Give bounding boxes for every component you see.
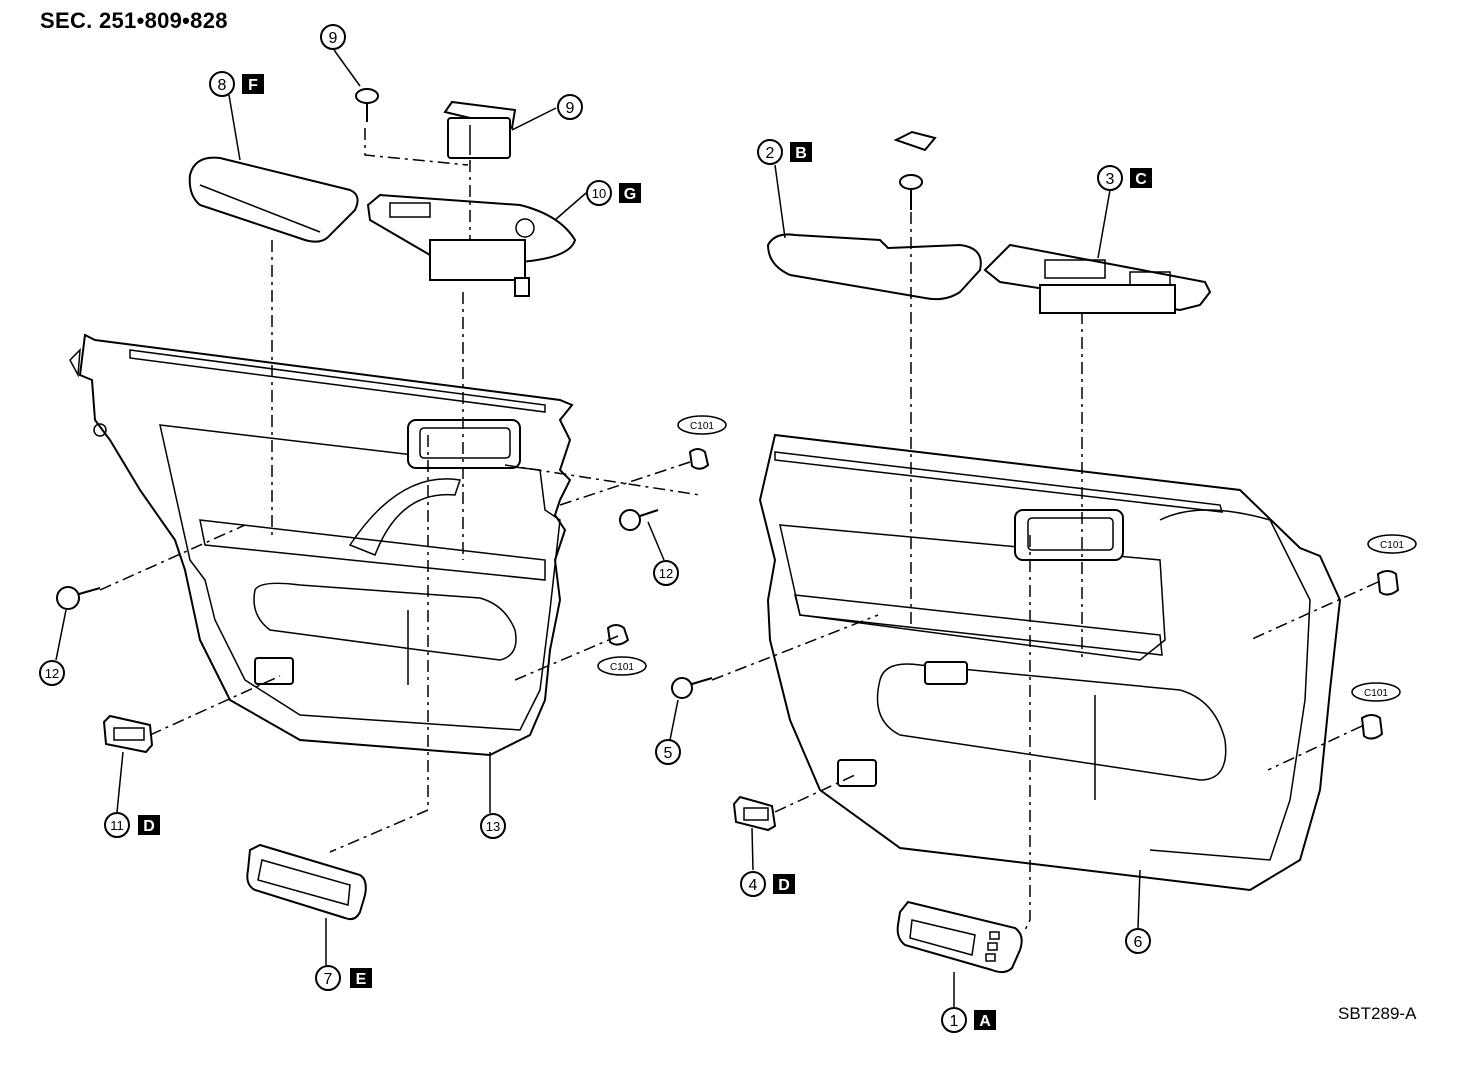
callout-6: 6: [1125, 928, 1151, 954]
callout-7: 7: [315, 965, 341, 991]
clip-label-c101-front-upper: C101: [1367, 534, 1417, 554]
callout-5: 5: [655, 739, 681, 765]
front-armrest-pad: [766, 233, 982, 301]
callout-13: 13: [480, 813, 506, 839]
letter-box-D-front: D: [773, 874, 795, 894]
svg-text:12: 12: [45, 666, 59, 681]
svg-text:3: 3: [1106, 171, 1115, 188]
svg-text:6: 6: [1134, 934, 1143, 951]
svg-text:D: D: [778, 877, 790, 894]
callout-9-screw: 9: [320, 24, 346, 50]
letter-box-D-rear: D: [138, 815, 160, 835]
clip-label-c101-rear-lower: C101: [597, 656, 647, 676]
svg-text:8: 8: [218, 77, 227, 94]
svg-text:C101: C101: [1380, 540, 1404, 551]
front-clips: [671, 570, 1400, 740]
front-callout-leaders: [669, 164, 1141, 1007]
rear-window-switch-finisher: [366, 193, 577, 297]
callout-2: 2: [757, 139, 783, 165]
letter-box-G: G: [619, 183, 641, 203]
rear-speaker-grille: [102, 714, 154, 754]
callout-12-left: 12: [39, 660, 65, 686]
callout-1: 1: [941, 1007, 967, 1033]
svg-text:D: D: [143, 818, 155, 835]
svg-text:9: 9: [329, 30, 338, 47]
svg-text:A: A: [979, 1013, 991, 1030]
rear-callout-leaders: [55, 49, 665, 965]
svg-text:G: G: [624, 186, 636, 203]
letter-box-E: E: [350, 968, 372, 988]
section-title: SEC. 251•809•828: [40, 8, 228, 33]
callout-3: 3: [1097, 165, 1123, 191]
callout-10: 10: [586, 180, 612, 206]
drawing-code: SBT289-A: [1338, 1004, 1417, 1023]
rear-door-trim-panel: [69, 333, 574, 757]
front-leader-lines: [711, 212, 1379, 931]
svg-text:C: C: [1135, 171, 1147, 188]
callout-8: 8: [209, 71, 235, 97]
callout-9-switch: 9: [557, 94, 583, 120]
letter-box-C: C: [1130, 168, 1152, 188]
rear-armrest-pad: [188, 156, 359, 243]
svg-text:F: F: [248, 77, 258, 94]
svg-text:13: 13: [486, 819, 500, 834]
clip-label-c101-front-lower: C101: [1351, 682, 1401, 702]
callout-4: 4: [740, 871, 766, 897]
front-cap-and-screw: [893, 130, 937, 210]
letter-box-F: F: [242, 74, 264, 94]
svg-text:1: 1: [950, 1013, 959, 1030]
front-power-window-switch: [983, 243, 1212, 314]
rear-screw-12-left: [56, 586, 101, 610]
letter-box-A: A: [974, 1010, 996, 1030]
svg-text:C101: C101: [610, 662, 634, 673]
clip-label-c101-rear-upper: C101: [677, 415, 727, 435]
rear-screw-12-right: [619, 509, 659, 531]
svg-text:E: E: [356, 971, 367, 988]
svg-text:9: 9: [566, 100, 575, 117]
rear-leader-lines: [99, 128, 701, 853]
svg-text:4: 4: [749, 877, 758, 894]
svg-text:C101: C101: [1364, 688, 1388, 699]
svg-text:10: 10: [592, 186, 606, 201]
rear-clips: [56, 448, 710, 646]
front-inside-handle-escutcheon: [896, 900, 1023, 974]
callout-12-right: 12: [653, 560, 679, 586]
svg-text:B: B: [795, 145, 807, 162]
front-screw-5: [671, 677, 713, 699]
svg-text:12: 12: [659, 566, 673, 581]
front-door-trim-panel: [758, 433, 1342, 892]
letter-box-B: B: [790, 142, 812, 162]
svg-text:C101: C101: [690, 421, 714, 432]
callout-11: 11: [104, 812, 130, 838]
front-speaker-grille: [732, 795, 777, 832]
svg-text:2: 2: [766, 145, 775, 162]
svg-text:7: 7: [324, 971, 333, 988]
rear-inside-handle-escutcheon: [246, 843, 367, 921]
rear-power-window-switch: [443, 100, 517, 159]
svg-text:11: 11: [110, 818, 124, 833]
svg-text:5: 5: [664, 745, 673, 762]
rear-screw: [355, 88, 379, 122]
